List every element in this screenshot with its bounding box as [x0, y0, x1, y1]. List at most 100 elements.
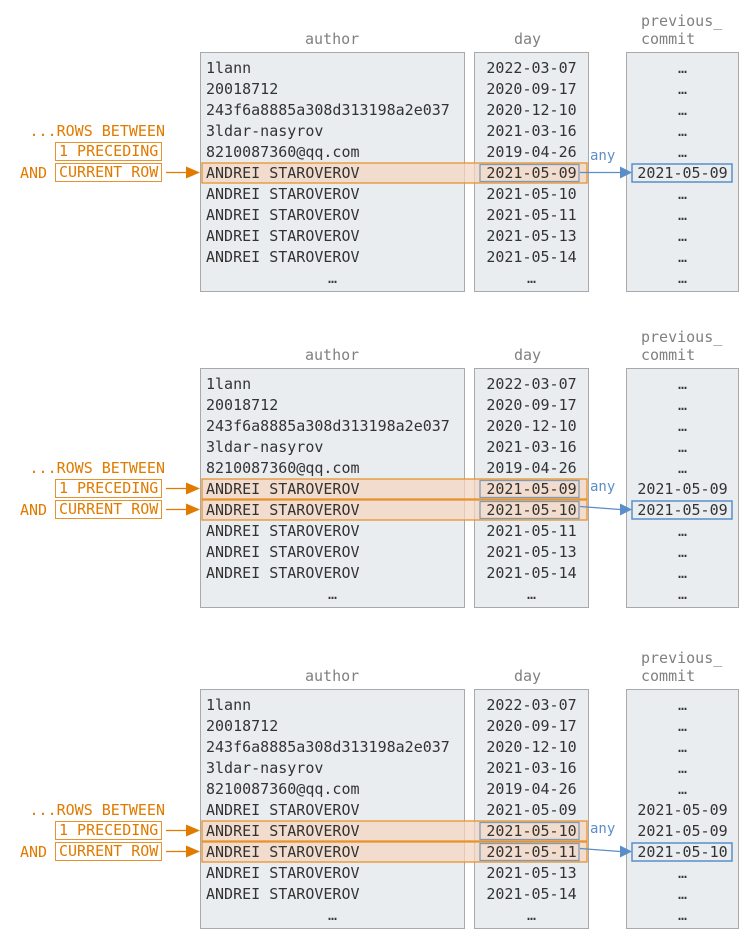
- frame-row-highlight: [201, 499, 588, 521]
- author-cell: ANDREI STAROVEROV: [206, 206, 360, 224]
- previous-commit-cell: …: [677, 227, 688, 245]
- day-cell: 2021-03-16: [486, 759, 577, 777]
- previous-commit-cell: …: [677, 543, 688, 561]
- label-arrow-head: [186, 166, 200, 179]
- day-cell: 2021-05-10: [486, 501, 577, 519]
- author-cell: 8210087360@qq.com: [206, 459, 360, 477]
- author-cell: 243f6a8885a308d313198a2e037: [206, 417, 450, 435]
- previous-commit-cell: …: [677, 906, 688, 924]
- any-label: any: [590, 479, 616, 495]
- author-cell: 3ldar-nasyrov: [206, 438, 324, 456]
- author-cell: ANDREI STAROVEROV: [206, 227, 360, 245]
- previous-commit-cell: …: [677, 417, 688, 435]
- day-cell: 2020-12-10: [486, 101, 577, 119]
- day-header: day: [514, 667, 542, 685]
- previous-commit-cell: 2021-05-09: [637, 164, 728, 182]
- previous-commit-cell: …: [677, 885, 688, 903]
- day-cell: 2021-05-09: [486, 480, 577, 498]
- previous-commit-cell: …: [677, 864, 688, 882]
- frame-row-highlight: [201, 478, 588, 500]
- day-cell: 2019-04-26: [486, 459, 577, 477]
- previous-commit-cell: …: [677, 59, 688, 77]
- previous-commit-header-line1: previous_: [641, 649, 723, 667]
- day-cell: 2021-05-09: [486, 164, 577, 182]
- day-cell: 2021-05-14: [486, 885, 577, 903]
- result-cell-outline: [631, 163, 733, 183]
- previous-commit-header-line2: commit: [641, 346, 696, 364]
- previous-commit-cell: 2021-05-09: [637, 501, 728, 519]
- frame-row-highlight: [201, 841, 588, 863]
- day-cell: 2021-05-13: [486, 864, 577, 882]
- author-header: author: [305, 30, 360, 48]
- day-cell: …: [526, 585, 537, 603]
- author-cell: …: [327, 269, 338, 287]
- author-cell: ANDREI STAROVEROV: [206, 885, 360, 903]
- preceding-label: 1 PRECEDING: [55, 142, 163, 161]
- day-cell: 2021-03-16: [486, 438, 577, 456]
- author-cell: ANDREI STAROVEROV: [206, 248, 360, 266]
- author-cell: ANDREI STAROVEROV: [206, 543, 360, 561]
- day-cell: 2021-05-11: [486, 206, 577, 224]
- any-label: any: [590, 148, 616, 164]
- author-cell: ANDREI STAROVEROV: [206, 864, 360, 882]
- author-cell: ANDREI STAROVEROV: [206, 822, 360, 840]
- previous-commit-cell: …: [677, 185, 688, 203]
- previous-commit-cell: 2021-05-09: [637, 822, 728, 840]
- any-label: any: [590, 821, 616, 837]
- author-cell: ANDREI STAROVEROV: [206, 501, 360, 519]
- day-cell: 2021-05-10: [486, 822, 577, 840]
- preceding-label: 1 PRECEDING: [55, 479, 163, 498]
- previous-commit-column: ……………2021-05-09……………: [626, 52, 739, 292]
- previous-commit-header-line1: previous_: [641, 328, 723, 346]
- author-cell: ANDREI STAROVEROV: [206, 185, 360, 203]
- day-cell: 2019-04-26: [486, 780, 577, 798]
- preceding-label: 1 PRECEDING: [55, 821, 163, 840]
- author-cell: 20018712: [206, 717, 279, 735]
- any-arrow-head: [620, 845, 632, 858]
- author-cell: ANDREI STAROVEROV: [206, 164, 360, 182]
- author-cell: ANDREI STAROVEROV: [206, 522, 360, 540]
- day-cell: 2021-03-16: [486, 122, 577, 140]
- day-cell: 2021-05-13: [486, 543, 577, 561]
- day-cell: 2021-05-09: [486, 801, 577, 819]
- day-cell: 2020-09-17: [486, 717, 577, 735]
- and-label: AND: [20, 843, 48, 861]
- day-cell: 2022-03-07: [486, 375, 577, 393]
- author-cell: ANDREI STAROVEROV: [206, 564, 360, 582]
- previous-commit-cell: …: [677, 696, 688, 714]
- author-cell: …: [327, 585, 338, 603]
- day-cell-outline: [479, 479, 580, 499]
- author-cell: 20018712: [206, 80, 279, 98]
- and-label: AND: [20, 164, 48, 182]
- frame-row-highlight: [201, 820, 588, 842]
- day-cell: 2020-09-17: [486, 396, 577, 414]
- previous-commit-cell: …: [677, 717, 688, 735]
- day-cell: 2021-05-14: [486, 248, 577, 266]
- label-arrow-head: [186, 482, 200, 495]
- rows-between-label: ...ROWS BETWEEN: [29, 459, 165, 477]
- author-cell: 1lann: [206, 696, 252, 714]
- author-cell: 8210087360@qq.com: [206, 143, 360, 161]
- current-row-label: CURRENT ROW: [55, 163, 163, 182]
- day-cell-outline: [479, 500, 580, 520]
- previous-commit-cell: …: [677, 269, 688, 287]
- any-arrow-head: [620, 166, 632, 179]
- previous-commit-cell: …: [677, 101, 688, 119]
- day-cell: 2021-05-11: [486, 522, 577, 540]
- previous-commit-cell: …: [677, 780, 688, 798]
- previous-commit-cell: …: [677, 438, 688, 456]
- rows-between-label: ...ROWS BETWEEN: [29, 122, 165, 140]
- day-cell: 2022-03-07: [486, 59, 577, 77]
- current-row-label: CURRENT ROW: [55, 500, 163, 519]
- author-cell: ANDREI STAROVEROV: [206, 801, 360, 819]
- author-cell: 1lann: [206, 59, 252, 77]
- author-cell: 243f6a8885a308d313198a2e037: [206, 101, 450, 119]
- previous-commit-cell: 2021-05-09: [637, 480, 728, 498]
- day-cell: …: [526, 269, 537, 287]
